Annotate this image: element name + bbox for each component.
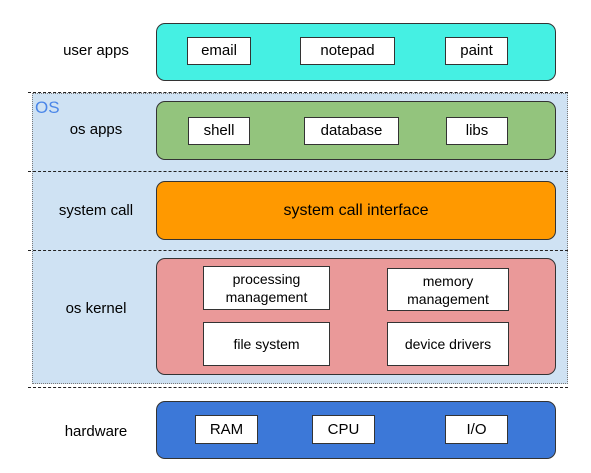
component-device-drivers: device drivers <box>387 322 509 366</box>
separator-syscall-kernel <box>28 250 568 251</box>
component-cpu: CPU <box>312 415 375 444</box>
component-paint: paint <box>445 37 508 65</box>
component-file-system: file system <box>203 322 330 366</box>
separator-osapps-syscall <box>28 171 568 172</box>
os-region-label: OS <box>35 98 60 117</box>
separator-user-os <box>28 92 568 93</box>
separator-os-hardware <box>28 387 568 388</box>
component-memory-management: memory management <box>387 268 509 311</box>
system-call-interface: system call interface <box>283 201 429 219</box>
row-label-hardware: hardware <box>64 423 128 440</box>
row-label-os-apps: os apps <box>69 121 123 138</box>
component-libs: libs <box>446 117 508 145</box>
system-call-layer <box>156 181 556 240</box>
row-label-os-kernel: os kernel <box>65 300 127 317</box>
component-email: email <box>187 37 251 65</box>
component-ram: RAM <box>195 415 258 444</box>
component-notepad: notepad <box>300 37 395 65</box>
row-label-user-apps: user apps <box>63 42 129 59</box>
component-shell: shell <box>188 117 250 145</box>
component-processing-management: processing management <box>203 266 330 310</box>
component-io: I/O <box>445 415 508 444</box>
component-database: database <box>304 117 399 145</box>
row-label-system-call: system call <box>58 202 134 219</box>
